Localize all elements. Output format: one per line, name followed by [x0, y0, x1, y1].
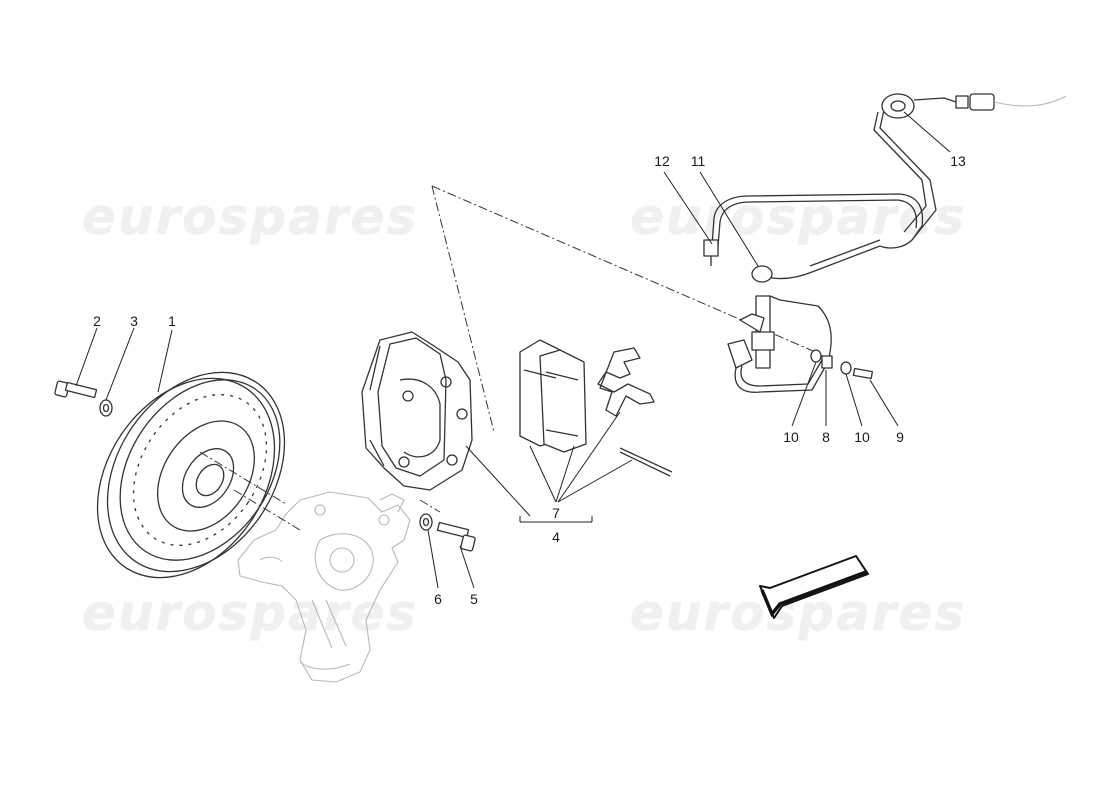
callout-7: 7 — [552, 505, 560, 521]
steering-knuckle — [237, 491, 411, 683]
front-direction-arrow-icon — [759, 555, 869, 619]
callout-10-right: 10 — [854, 429, 870, 445]
brake-caliper — [361, 331, 473, 491]
caliper-bolt — [436, 521, 476, 552]
callout-4: 4 — [552, 529, 560, 545]
watermark: eurospares — [82, 188, 419, 246]
brake-pads — [519, 339, 587, 453]
callout-3: 3 — [130, 313, 138, 329]
disc-bolt — [54, 380, 98, 399]
callout-13: 13 — [950, 153, 966, 169]
watermark: eurospares — [630, 188, 967, 246]
hose-fitting — [810, 349, 874, 380]
callout-8: 8 — [822, 429, 830, 445]
anti-rattle-clip — [597, 347, 655, 417]
callout-5: 5 — [470, 591, 478, 607]
callout-1: 1 — [168, 313, 176, 329]
watermark: eurospares — [82, 584, 419, 642]
caliper-washer — [419, 513, 433, 531]
callout-10-left: 10 — [783, 429, 799, 445]
callout-2: 2 — [93, 313, 101, 329]
brake-hose — [703, 93, 1067, 393]
callout-6: 6 — [434, 591, 442, 607]
retaining-pin — [619, 447, 673, 477]
disc-washer — [99, 399, 113, 417]
callout-labels: 2 3 1 6 5 7 4 12 11 13 10 8 10 9 — [93, 153, 966, 607]
callout-9: 9 — [896, 429, 904, 445]
leader-lines — [75, 111, 951, 589]
brake-disc — [96, 371, 286, 579]
assembly-lines — [199, 185, 821, 531]
callout-12: 12 — [654, 153, 670, 169]
callout-11: 11 — [691, 153, 706, 169]
